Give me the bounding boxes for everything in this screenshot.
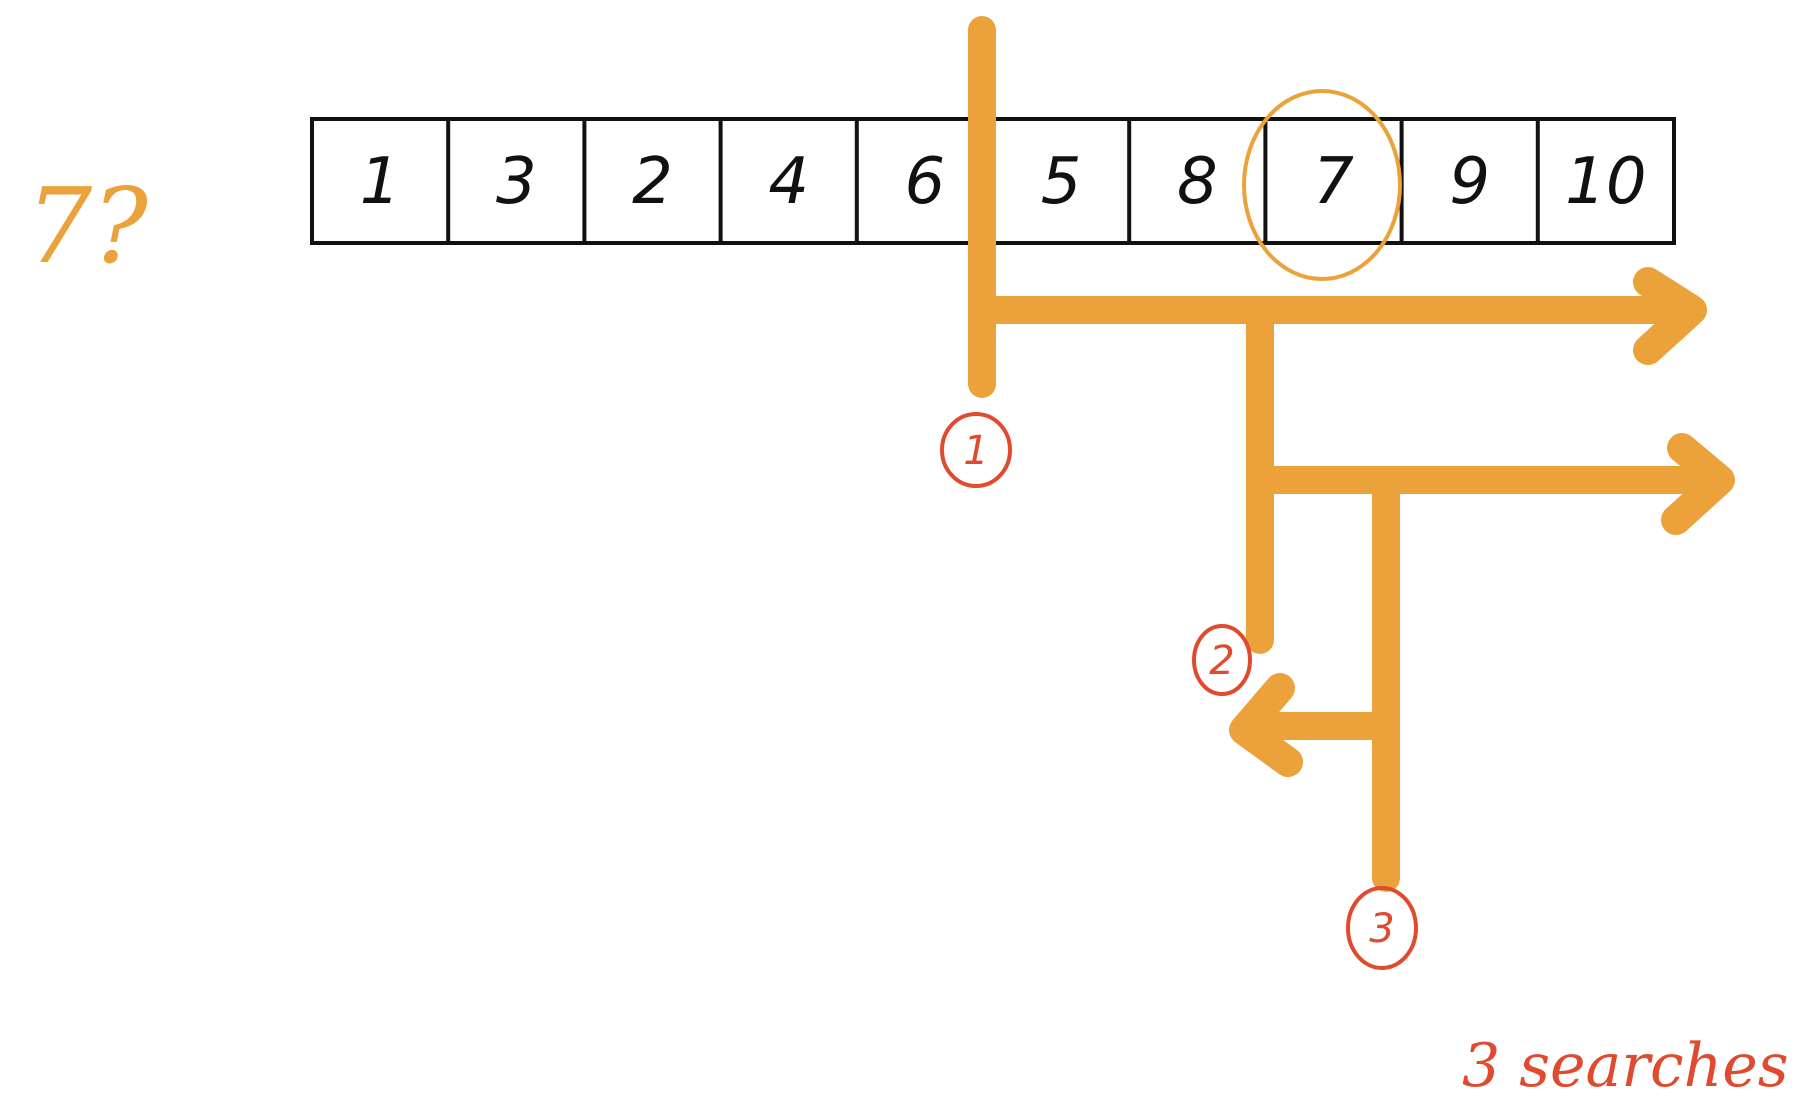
array-cells: 1 3 2 4 6 5 8 7 9 10 xyxy=(360,119,1647,243)
arrow-right-1-head xyxy=(1633,267,1707,365)
array-cell-value: 6 xyxy=(905,145,946,219)
step-marker-1: 1 xyxy=(940,412,1012,488)
step-marker-3: 3 xyxy=(1346,886,1418,970)
target-highlight-circle xyxy=(1242,89,1402,281)
query-label: 7? xyxy=(26,165,149,287)
array-cell-value: 2 xyxy=(632,145,673,219)
search-paths xyxy=(968,16,1735,892)
array-cell-value: 9 xyxy=(1449,145,1490,219)
array-cell-value: 10 xyxy=(1565,145,1646,219)
caption: 3 searches xyxy=(1462,1031,1789,1101)
arrow-right-2-head xyxy=(1661,433,1735,535)
array-cell-value: 3 xyxy=(496,145,537,219)
step-marker-2: 2 xyxy=(1192,624,1252,696)
array-cell-value: 5 xyxy=(1041,145,1082,219)
array: 1 3 2 4 6 5 8 7 9 10 xyxy=(310,117,1676,245)
array-cell-value: 7 xyxy=(1313,145,1354,219)
array-cell-value: 8 xyxy=(1177,145,1218,219)
array-cell-value: 1 xyxy=(360,145,401,219)
step-label-1: 1 xyxy=(963,428,988,474)
array-cell-value: 4 xyxy=(768,145,809,219)
arrow-left-head xyxy=(1229,673,1303,777)
step-label-3: 3 xyxy=(1369,906,1394,952)
step-label-2: 2 xyxy=(1209,638,1234,684)
